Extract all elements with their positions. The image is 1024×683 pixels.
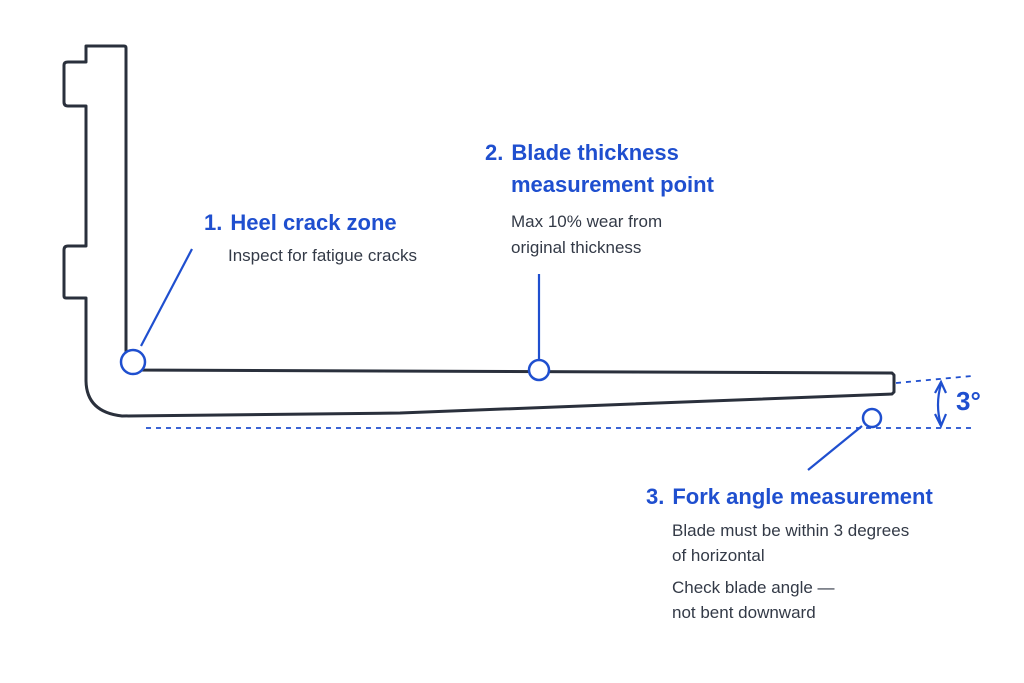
angle-callout-note-line-1: Check blade angle — bbox=[672, 578, 835, 597]
heel-callout-number: 1. bbox=[204, 210, 223, 235]
angle-value-label: 3° bbox=[956, 386, 981, 416]
heel-marker bbox=[119, 348, 147, 376]
thickness-callout-title: 2. Blade thickness bbox=[485, 138, 679, 168]
heel-callout-description: Inspect for fatigue cracks bbox=[228, 246, 417, 265]
heel-callout-title: 1. Heel crack zone bbox=[204, 208, 397, 238]
angle-callout-note-line-2: not bent downward bbox=[672, 603, 816, 622]
angle-arrowhead-top bbox=[934, 379, 948, 394]
thickness-callout-title-line-1: Blade thickness bbox=[511, 140, 679, 165]
thickness-callout-title-line-2: measurement point bbox=[511, 172, 714, 197]
blade-tip-angle-line bbox=[895, 375, 973, 384]
heel-leader-line bbox=[140, 248, 193, 347]
thickness-callout-number: 2. bbox=[485, 140, 504, 165]
angle-callout-title: 3. Fork angle measurement bbox=[646, 482, 933, 512]
angle-arc bbox=[936, 383, 943, 426]
angle-marker bbox=[861, 407, 883, 429]
fork-outline bbox=[62, 44, 896, 418]
thickness-callout-description-line-2: original thickness bbox=[511, 238, 642, 257]
angle-callout-description-line-1: Blade must be within 3 degrees bbox=[672, 521, 910, 540]
angle-arrowhead-bottom bbox=[934, 413, 948, 429]
thickness-callout-description-line-1: Max 10% wear from bbox=[511, 212, 663, 231]
thickness-marker bbox=[527, 358, 551, 382]
angle-callout-title-text: Fork angle measurement bbox=[672, 484, 933, 509]
angle-callout-description-line-2: of horizontal bbox=[672, 546, 765, 565]
angle-callout-number: 3. bbox=[646, 484, 665, 509]
heel-callout-title-text: Heel crack zone bbox=[230, 210, 397, 235]
angle-leader-line bbox=[807, 425, 863, 471]
